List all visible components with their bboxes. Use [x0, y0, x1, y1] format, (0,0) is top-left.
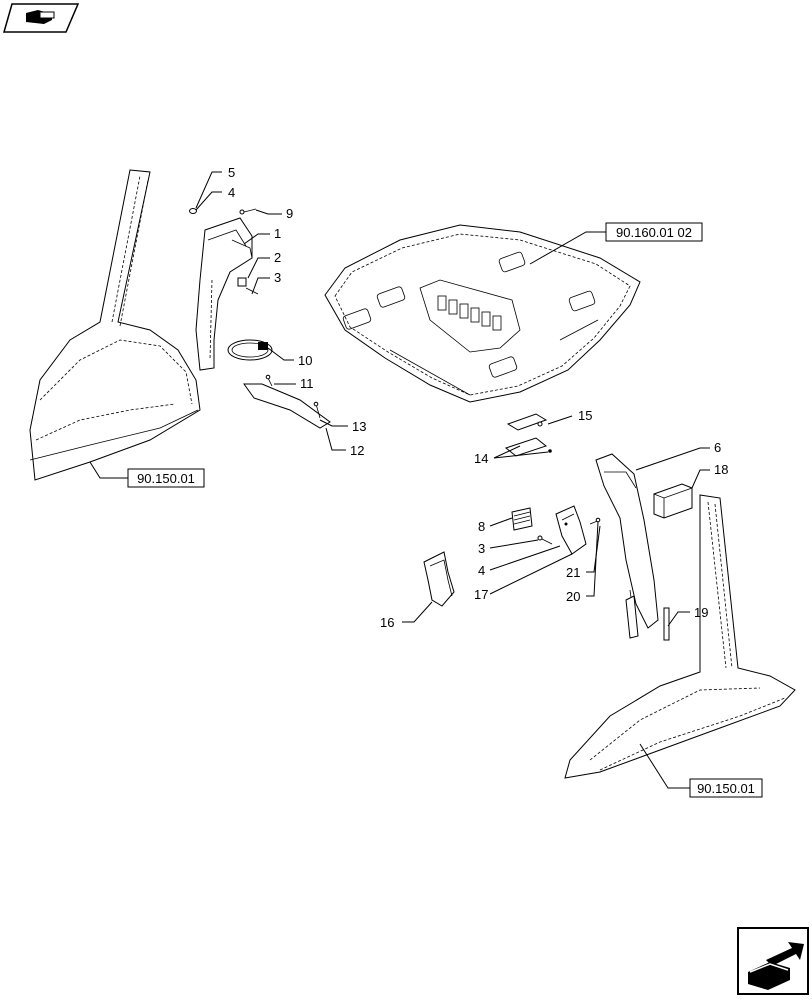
- headliner-vent-grille: [437, 295, 502, 331]
- callout-12: 12: [350, 443, 364, 458]
- callout-16: 16: [380, 615, 394, 630]
- fastener-5-4: [189, 208, 197, 214]
- leader-lines: [89, 171, 710, 789]
- right-pillar-trim: [595, 453, 659, 639]
- grille-8: [511, 507, 533, 531]
- callout-20: 20: [566, 589, 580, 604]
- ref-left-fender-label: 90.150.01: [137, 471, 195, 486]
- strap-10: [227, 339, 273, 361]
- callout-18: 18: [714, 462, 728, 477]
- part-19-strip: [663, 607, 670, 641]
- headliner-panel: [324, 224, 641, 403]
- callout-4-lower: 4: [478, 563, 485, 578]
- callout-9: 9: [286, 206, 293, 221]
- screw-9: [239, 208, 257, 215]
- callout-3: 3: [274, 270, 281, 285]
- callout-2: 2: [274, 250, 281, 265]
- callout-4: 4: [228, 185, 235, 200]
- callout-13: 13: [352, 419, 366, 434]
- clip-2: [237, 277, 259, 295]
- screw-20-21: [589, 517, 601, 525]
- ref-box-right-fender[interactable]: 90.150.01: [689, 778, 763, 798]
- ref-box-headliner[interactable]: 90.160.01 02: [605, 222, 703, 242]
- right-fender: [564, 494, 796, 779]
- ref-right-fender-label: 90.150.01: [697, 781, 755, 796]
- dome-lamp-14: [504, 413, 552, 457]
- callout-3-lower: 3: [478, 541, 485, 556]
- callout-11: 11: [300, 376, 314, 391]
- part-18-block: [653, 483, 693, 519]
- callout-8: 8: [478, 519, 485, 534]
- callout-19: 19: [694, 605, 708, 620]
- callout-21: 21: [566, 565, 580, 580]
- next-page-arrow-icon[interactable]: [737, 927, 809, 995]
- callout-17: 17: [474, 587, 488, 602]
- callout-14: 14: [474, 451, 488, 466]
- trim-strip-12: [243, 383, 331, 429]
- callout-5: 5: [228, 165, 235, 180]
- callouts: 5 4 9 1 2 3 10 11 13 12 15 14 6 18 8 3 4…: [228, 165, 728, 630]
- left-fender: [29, 169, 201, 481]
- ref-box-left-fender[interactable]: 90.150.01: [127, 468, 205, 488]
- bracket-17: [555, 505, 587, 555]
- screw-3-4: [537, 535, 553, 545]
- pin-11: [265, 374, 273, 387]
- left-pillar-trim: [195, 217, 253, 371]
- callout-6: 6: [714, 440, 721, 455]
- ref-headliner-label: 90.160.01 02: [616, 225, 692, 240]
- callout-1: 1: [274, 226, 281, 241]
- book-arrow-icon[interactable]: [3, 3, 80, 33]
- callout-10: 10: [298, 353, 312, 368]
- cover-16: [423, 551, 455, 607]
- callout-15: 15: [578, 408, 592, 423]
- pin-13: [313, 401, 321, 419]
